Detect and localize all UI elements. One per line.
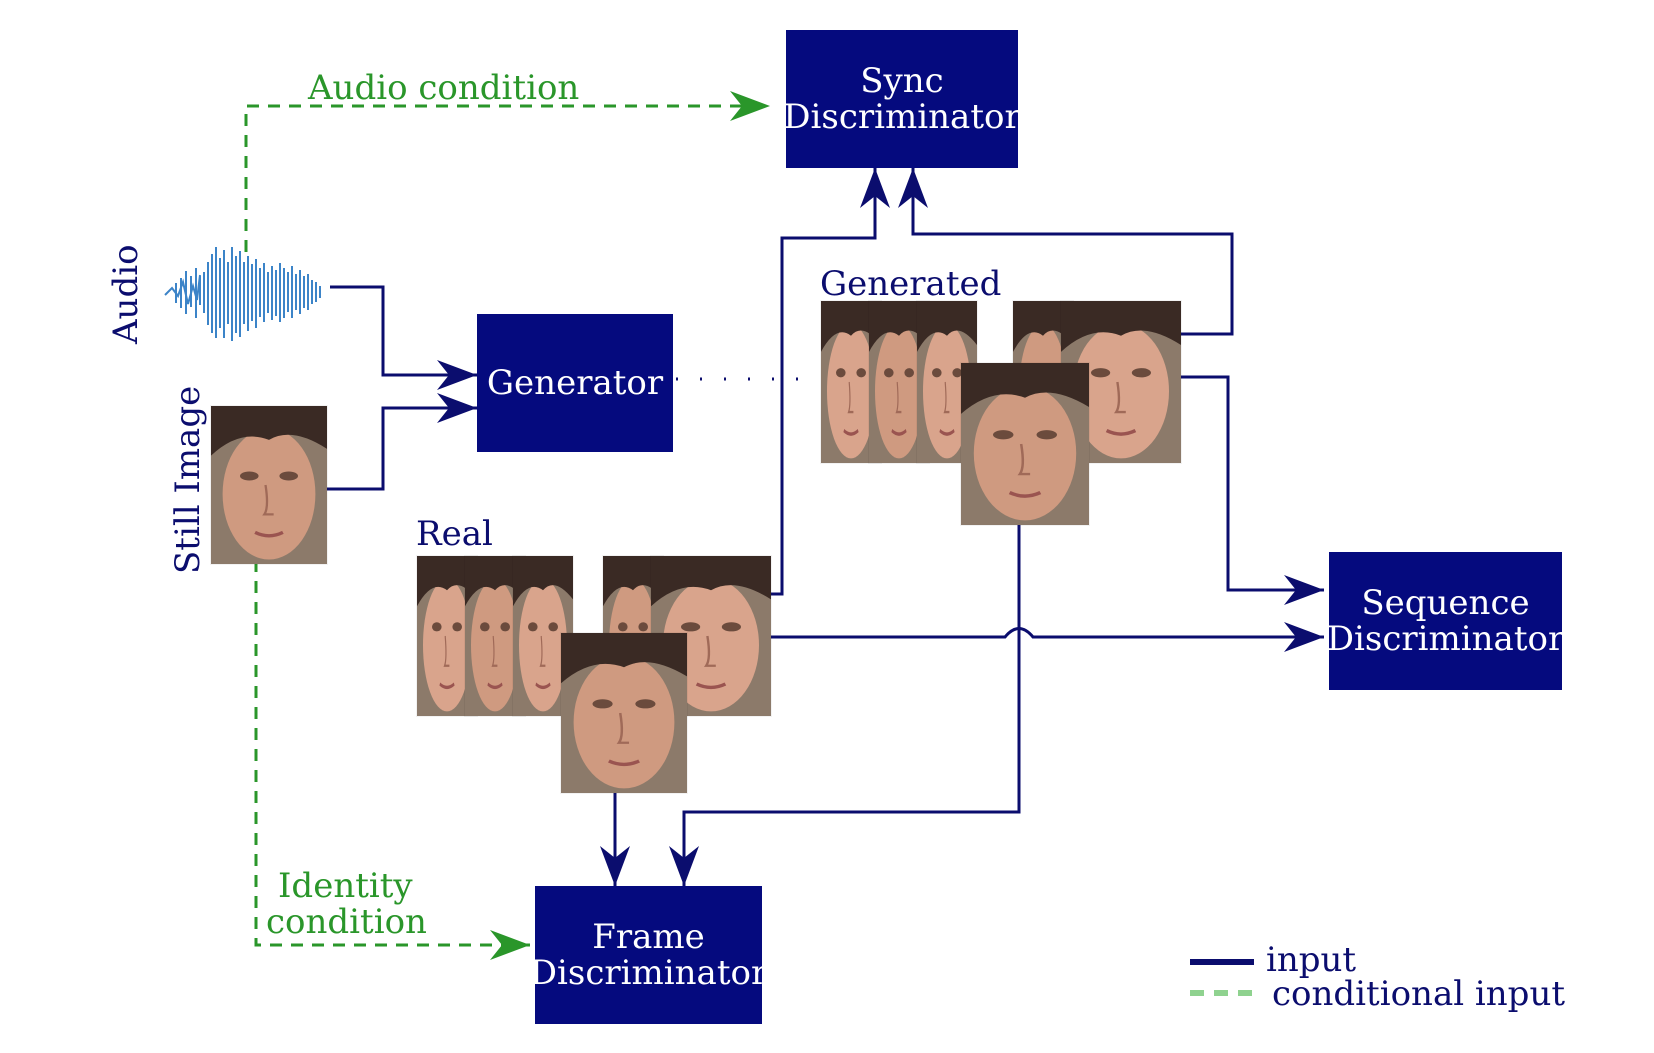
real-to-sequence-arrow <box>767 622 1324 652</box>
generator-label: Generator <box>486 363 664 403</box>
sync-discriminator-line1: Sync <box>860 61 944 101</box>
identity-condition-line2: condition <box>266 902 427 942</box>
frame-discriminator-line2: Discriminator <box>529 953 768 993</box>
sequence-discriminator-line1: Sequence <box>1361 583 1530 623</box>
face-frame-image <box>210 405 328 565</box>
generated-to-sequence-arrow <box>1173 375 1324 605</box>
generated-to-sync-arrow <box>898 168 1234 336</box>
audio-condition-arrow <box>244 91 770 252</box>
frame-discriminator-box: Frame Discriminator <box>530 886 767 1024</box>
still-image-label: Still Image <box>168 385 208 574</box>
real-label: Real <box>416 514 493 554</box>
face-frame-image <box>560 632 688 794</box>
audio-condition-label: Audio condition <box>308 68 580 108</box>
audio-label: Audio <box>106 244 146 344</box>
legend-conditional-input-label: conditional input <box>1272 974 1566 1014</box>
frame-discriminator-line1: Frame <box>592 917 705 957</box>
audio-to-generator-arrow <box>330 285 477 390</box>
sync-discriminator-box: Sync Discriminator <box>783 30 1021 168</box>
legend-input-label: input <box>1266 940 1357 980</box>
sequence-discriminator-box: Sequence Discriminator <box>1326 552 1565 690</box>
generated-label: Generated <box>820 264 1002 304</box>
real-to-sync-arrow <box>767 168 890 596</box>
identity-condition-arrow <box>254 560 530 960</box>
identity-condition-line1: Identity <box>278 866 413 906</box>
sync-discriminator-line2: Discriminator <box>783 97 1021 137</box>
still-to-generator-arrow <box>326 393 477 491</box>
generator-box: Generator <box>477 314 673 452</box>
face-frame-image <box>916 300 978 464</box>
sequence-discriminator-line2: Discriminator <box>1326 619 1565 659</box>
audio-waveform-icon <box>164 247 321 341</box>
generated-to-frame-arrow <box>669 524 1021 886</box>
face-frame-image <box>960 362 1090 526</box>
